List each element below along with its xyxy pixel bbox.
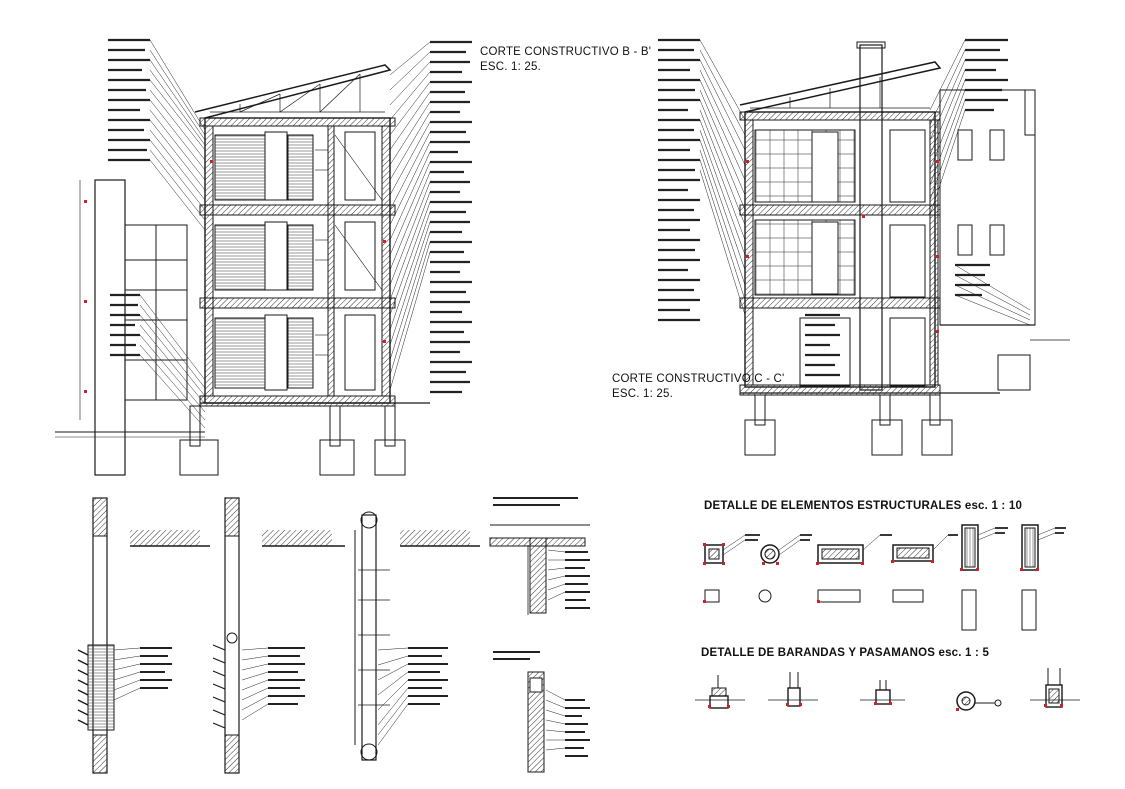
section-bb-right-leaders (389, 41, 431, 391)
railing-details (695, 668, 1080, 711)
section-bb-scale: ESC. 1: 25. (480, 61, 541, 73)
section-cc-right-leaders (929, 39, 1031, 326)
structural-elements (704, 524, 1066, 631)
section-cc-left-notes (658, 38, 700, 322)
section-bb-title: CORTE CONSTRUCTIVO B - B' (480, 46, 651, 58)
structural-details-title: DETALLE DE ELEMENTOS ESTRUCTURALES esc. … (704, 500, 1022, 512)
section-cc-drawing (658, 38, 1070, 456)
railing-red-marks (708, 702, 1063, 711)
section-bb-red-marks (84, 160, 386, 393)
section-bb-roof (194, 64, 392, 119)
section-cc-scale: ESC. 1: 25. (612, 388, 673, 400)
section-bb-left-notes (108, 38, 150, 357)
section-cc-title: CORTE CONSTRUCTIVO C - C' (612, 373, 784, 385)
section-cc-right-notes (955, 38, 1008, 297)
section-cc-bottom-notes (805, 313, 840, 377)
section-bb-roof-truss (210, 73, 385, 113)
section-bb-left-leaders (139, 39, 206, 429)
section-bb-drawing (55, 38, 472, 476)
wall-details (77, 497, 590, 774)
section-cc-left-leaders (699, 39, 746, 316)
section-bb-right-notes (430, 40, 472, 394)
section-cc-roof (739, 61, 942, 113)
section-cc-red-marks (746, 160, 939, 333)
railings-details-title: DETALLE DE BARANDAS Y PASAMANOS esc. 1 :… (701, 647, 989, 659)
structural-red-marks (703, 543, 1039, 603)
